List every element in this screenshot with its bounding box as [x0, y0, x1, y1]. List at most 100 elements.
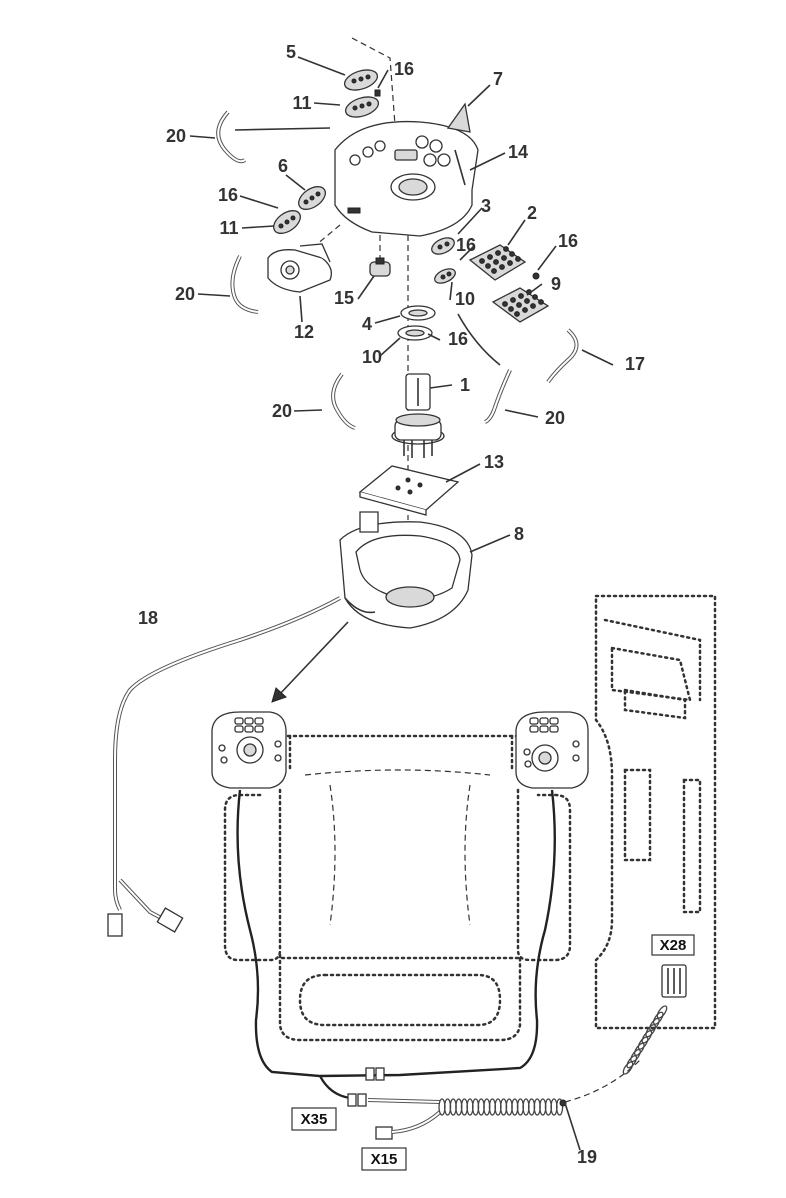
key-button: [515, 256, 521, 262]
callout-19: 19: [577, 1147, 597, 1167]
console-button: [254, 725, 264, 733]
circuit-board-13: [358, 465, 460, 516]
key-button: [502, 301, 508, 307]
key-button: [518, 293, 524, 299]
coil-loop: [637, 1036, 649, 1050]
callout-2: 2: [527, 203, 537, 223]
coil-loop: [622, 1061, 634, 1075]
key-button: [503, 246, 509, 252]
wedge-part: [446, 102, 471, 133]
joystick-1: [391, 373, 445, 458]
coil-loop: [633, 1042, 645, 1056]
callout-16b: 16: [218, 185, 238, 205]
console-button: [539, 717, 549, 725]
callout-14: 14: [508, 142, 528, 162]
leader-19: [564, 1102, 581, 1151]
console-button: [549, 725, 559, 733]
connector-inline-a: [365, 1067, 375, 1081]
callout-20c: 20: [272, 401, 292, 421]
key-button: [522, 307, 528, 313]
keypad-9: [491, 287, 550, 323]
console-knob: [274, 740, 282, 748]
key-button: [530, 303, 536, 309]
keypad-2: [468, 244, 527, 281]
console-button: [539, 725, 549, 733]
callout-1: 1: [460, 375, 470, 395]
coiled-cable-19: [438, 1098, 564, 1116]
coil-loop: [649, 1017, 660, 1032]
console-button: [254, 717, 264, 725]
callout-16e: 16: [448, 329, 468, 349]
coiled-cable-upper: [622, 1005, 668, 1075]
key-button: [509, 251, 515, 257]
callout-17: 17: [625, 354, 645, 374]
key-button: [501, 255, 507, 261]
harness-18-plug-a: [107, 913, 123, 937]
x35-label: X35: [301, 1111, 328, 1128]
connector-x35-a: [347, 1093, 357, 1107]
console-button: [549, 717, 559, 725]
callout-6: 6: [278, 156, 288, 176]
callout-16c: 16: [456, 235, 476, 255]
keypad-left: [273, 186, 326, 234]
key-button: [532, 294, 538, 300]
coil-loop: [641, 1030, 653, 1044]
key-button: [510, 297, 516, 303]
coil-loop: [652, 1011, 664, 1025]
console-button: [529, 725, 539, 733]
axis-line-top: [351, 37, 396, 126]
left-armrest-console: [211, 711, 287, 789]
console-button: [244, 717, 254, 725]
callout-4: 4: [362, 314, 372, 334]
callout-13: 13: [484, 452, 504, 472]
switch-3: [431, 237, 456, 284]
callout-11b: 11: [219, 218, 238, 238]
callout-16a: 16: [394, 59, 414, 79]
console-knob: [523, 748, 531, 756]
callout-10b: 10: [362, 347, 382, 367]
key-button: [493, 259, 499, 265]
console-knob: [524, 760, 532, 768]
x28-label: X28: [660, 937, 687, 954]
console-knob: [572, 754, 580, 762]
arrow-to-seat: [277, 621, 349, 697]
coil-extension: [564, 1059, 641, 1103]
x15-label-box: [361, 1147, 407, 1171]
callout-5: 5: [286, 42, 296, 62]
coil-end: [559, 1099, 567, 1107]
callout-9: 9: [551, 274, 561, 294]
connector-x28: [661, 964, 687, 998]
coil-loop: [645, 1024, 657, 1038]
coil-loop: [626, 1055, 638, 1069]
harness-right: [319, 789, 556, 1078]
callout-20a: 20: [166, 126, 186, 146]
key-button: [495, 250, 501, 256]
housing-8: [339, 511, 473, 629]
right-armrest-console: [515, 711, 589, 789]
joystick-module: [267, 243, 333, 293]
key-button: [508, 306, 514, 312]
key-button: [516, 302, 522, 308]
ring-4: [397, 305, 436, 341]
keypad-top: [343, 69, 381, 118]
screw-16: [532, 272, 540, 280]
cab-panel-outline: [594, 594, 717, 1030]
callout-12: 12: [294, 322, 314, 342]
callout-8: 8: [514, 524, 524, 544]
callout-16d: 16: [558, 231, 578, 251]
console-button: [244, 725, 254, 733]
connector-x15: [375, 1126, 393, 1140]
switch-15: [369, 257, 391, 277]
coil-loop: [656, 1005, 668, 1019]
console-knob: [572, 740, 580, 748]
callout-10a: 10: [455, 289, 475, 309]
coil-loop: [555, 1098, 564, 1116]
callout-20d: 20: [545, 408, 565, 428]
callout-18: 18: [138, 608, 158, 628]
coil-loop: [630, 1048, 641, 1063]
console-knob: [274, 754, 282, 762]
x35-label-box: [291, 1107, 337, 1131]
callout-3: 3: [481, 196, 491, 216]
key-button: [524, 298, 530, 304]
